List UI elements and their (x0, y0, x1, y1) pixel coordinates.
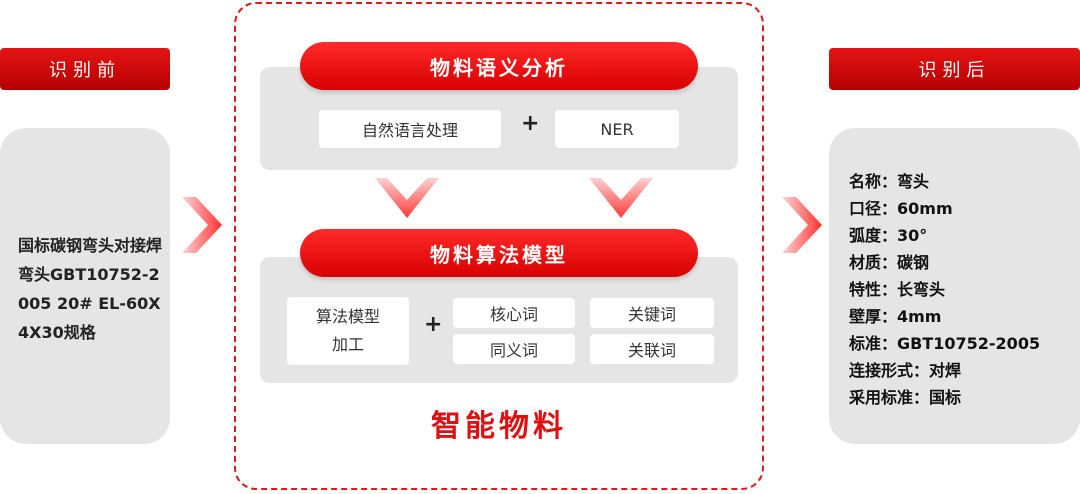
attribute-item: 标准：GBT10752-2005 (849, 334, 1041, 353)
center-frame (234, 2, 764, 490)
chevron-right-icon (182, 197, 222, 253)
model-processing-line1: 算法模型 (315, 307, 380, 326)
attribute-item: 壁厚：4mm (849, 307, 942, 326)
attribute-item: 采用标准：国标 (849, 388, 962, 407)
ner-cell: NER (555, 110, 679, 148)
algorithm-title: 物料算法模型 (300, 229, 698, 277)
attribute-item: 特性：长弯头 (849, 280, 946, 299)
before-tag: 识别前 (0, 48, 170, 90)
raw-material-text: 国标碳钢弯头对接焊弯头GBT10752-2005 20# EL-60X4X30规… (18, 236, 163, 342)
attribute-item: 口径：60mm (849, 199, 953, 218)
plus-sign: + (521, 111, 540, 136)
plus-sign: + (424, 312, 443, 337)
after-panel: 名称：弯头 口径：60mm 弧度：30° 材质：碳钢 特性：长弯头 壁厚：4mm… (829, 128, 1080, 444)
down-arrow-icon (589, 178, 653, 218)
after-tag: 识别后 (829, 48, 1080, 90)
down-arrow-icon (375, 178, 439, 218)
core-word-cell: 核心词 (453, 298, 575, 328)
attribute-item: 名称：弯头 (849, 172, 930, 191)
chevron-right-icon (782, 197, 822, 253)
nlp-cell: 自然语言处理 (319, 110, 501, 148)
related-word-cell: 关联词 (590, 334, 714, 364)
model-processing-cell: 算法模型 加工 (287, 297, 409, 365)
semantic-title: 物料语义分析 (300, 42, 698, 90)
synonym-cell: 同义词 (453, 334, 575, 364)
attribute-item: 弧度：30° (849, 226, 928, 245)
footer-title: 智能物料 (431, 409, 567, 444)
attribute-item: 连接形式：对焊 (849, 361, 962, 380)
keyword-cell: 关键词 (590, 298, 714, 328)
attribute-list: 名称：弯头 口径：60mm 弧度：30° 材质：碳钢 特性：长弯头 壁厚：4mm… (849, 168, 1040, 411)
model-processing-line2: 加工 (331, 335, 364, 354)
before-panel: 国标碳钢弯头对接焊弯头GBT10752-2005 20# EL-60X4X30规… (0, 128, 170, 444)
attribute-item: 材质：碳钢 (849, 253, 930, 272)
